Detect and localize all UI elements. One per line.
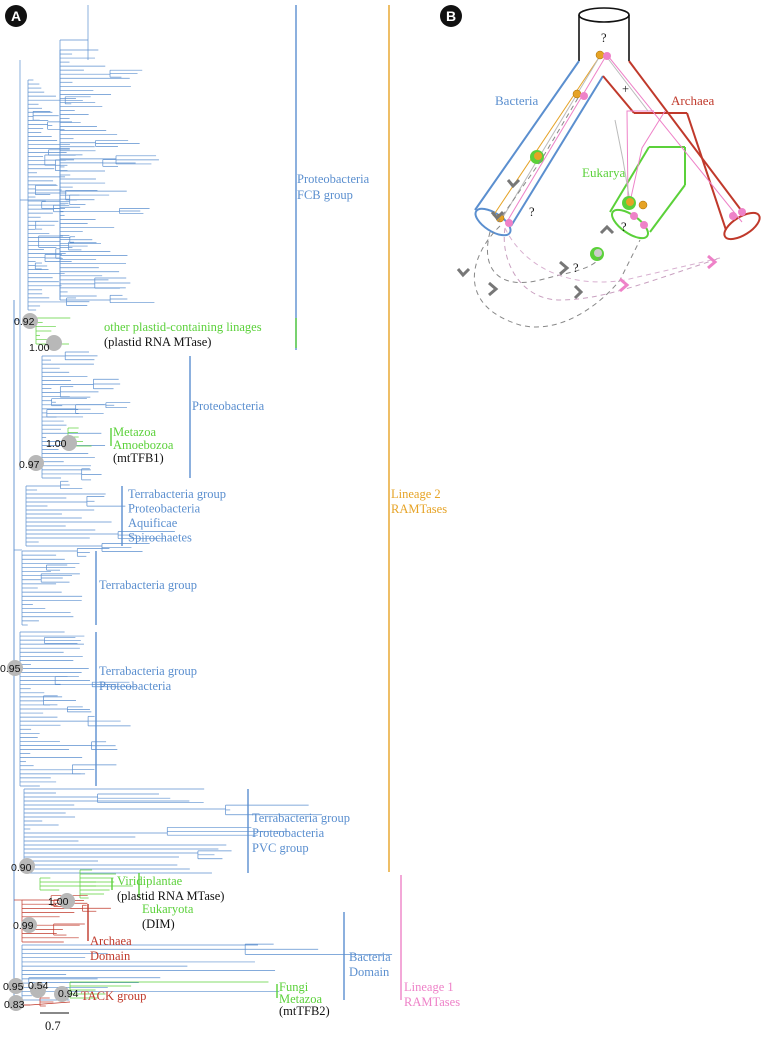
- support-circle: [21, 917, 37, 933]
- clade-label-plastid-rna-mtase-2: (plastid RNA MTase): [117, 889, 224, 903]
- support-circle: [59, 893, 75, 909]
- tree-branches: [13, 5, 393, 1007]
- scale-bar-label: 0.7: [45, 1019, 61, 1033]
- archaea-tube: [602, 60, 761, 241]
- eukarya-tube: [609, 146, 686, 240]
- clade-label-fungi-metazoa: Fungi Metazoa: [279, 980, 322, 1006]
- support-circle: [30, 982, 46, 998]
- panel-b-badge: [440, 5, 462, 27]
- support-circle: [46, 335, 62, 351]
- support-circle: [19, 858, 35, 874]
- support-value: 0.90: [11, 862, 32, 874]
- support-value: 0.83: [4, 999, 25, 1011]
- clade-labels: Proteobacteria FCB group other plastid-c…: [81, 172, 460, 1018]
- domain-label-bacteria: Bacteria: [495, 93, 539, 108]
- clade-brackets: [87, 5, 402, 1000]
- clade-label-terrabacteria-1: Terrabacteria group: [99, 578, 197, 592]
- transfer-paths: [473, 97, 721, 328]
- support-circle: [7, 660, 23, 676]
- tree-branch: [29, 1001, 71, 1006]
- clade-label-other-plastid: other plastid-containing linages: [104, 320, 262, 334]
- domain-label-archaea: Archaea: [671, 93, 715, 108]
- scale-bar: 0.7: [40, 1012, 69, 1033]
- lineage-paths: [492, 55, 743, 223]
- domain-label-eukarya: Eukarya: [582, 165, 626, 180]
- clade-label-metazoa-amoebozoa: Metazoa Amoebozoa: [113, 425, 174, 452]
- support-value: 0.97: [19, 459, 40, 471]
- clade-label-tack-group: TACK group: [81, 989, 146, 1003]
- root-tube: [578, 7, 630, 61]
- clade-label-terrabacteria-prot: Terrabacteria group Proteobacteria: [99, 664, 200, 693]
- clade-label-mttfb2: (mtTFB2): [279, 1004, 330, 1018]
- support-circle: [61, 435, 77, 451]
- clade-label-proteobacteria-2: Proteobacteria: [192, 399, 265, 413]
- clade-label-dim: (DIM): [142, 917, 175, 931]
- support-value: 1.00: [29, 342, 50, 354]
- support-value: 0.92: [14, 316, 35, 328]
- support-value: 0.95: [0, 663, 21, 675]
- clade-label-plastid-rna-mtase-1: (plastid RNA MTase): [104, 335, 211, 349]
- clade-label-terrabacteria-pvc: Terrabacteria group Proteobacteria PVC g…: [252, 811, 353, 855]
- support-circle: [8, 978, 24, 994]
- clade-label-mttfb1: (mtTFB1): [113, 451, 164, 465]
- clade-label-archaea-domain: Archaea Domain: [90, 934, 135, 963]
- clade-label-terrabacteria-4: Terrabacteria group Proteobacteria Aquif…: [128, 487, 229, 545]
- support-circle: [28, 455, 44, 471]
- clade-label-eukaryota: Eukaryota: [142, 902, 194, 916]
- support-value: 0.54: [28, 980, 49, 992]
- support-value: 1.00: [48, 896, 69, 908]
- support-value: 0.95: [3, 981, 24, 993]
- plus-mark: +: [622, 82, 629, 96]
- lineage-label-2: Lineage 2 RAMTases: [391, 487, 447, 516]
- support-values: 0.92 1.00 1.00 0.97 0.95 0.90 1.00 0.99 …: [0, 313, 79, 1011]
- panel-b: B: [440, 5, 761, 328]
- question-mark: ?: [601, 31, 607, 45]
- clade-label-proteobacteria-fcb: Proteobacteria FCB group: [297, 172, 372, 202]
- lineage-label-1: Lineage 1 RAMTases: [404, 980, 460, 1009]
- support-value: 0.99: [13, 920, 34, 932]
- support-circle: [54, 986, 70, 1002]
- panel-a-badge: [5, 5, 27, 27]
- panel-b-letter: B: [446, 8, 456, 24]
- clade-label-bacteria-domain: Bacteria Domain: [349, 950, 394, 979]
- clade-label-viridiplantae: Viridiplantae: [117, 874, 183, 888]
- panel-a-letter: A: [11, 8, 21, 24]
- support-circle: [8, 995, 24, 1011]
- support-circle: [22, 313, 38, 329]
- lineage-dots: [495, 50, 746, 261]
- chevrons: [456, 178, 718, 300]
- question-mark: ?: [573, 261, 579, 275]
- panel-a: A Proteobacteria FCB group: [0, 5, 460, 1033]
- support-value: 0.94: [58, 988, 79, 1000]
- question-mark: ?: [529, 205, 535, 219]
- question-mark: ?: [621, 220, 627, 234]
- support-value: 1.00: [46, 438, 67, 450]
- unknown-marks: ? ? ? ? +: [529, 31, 629, 275]
